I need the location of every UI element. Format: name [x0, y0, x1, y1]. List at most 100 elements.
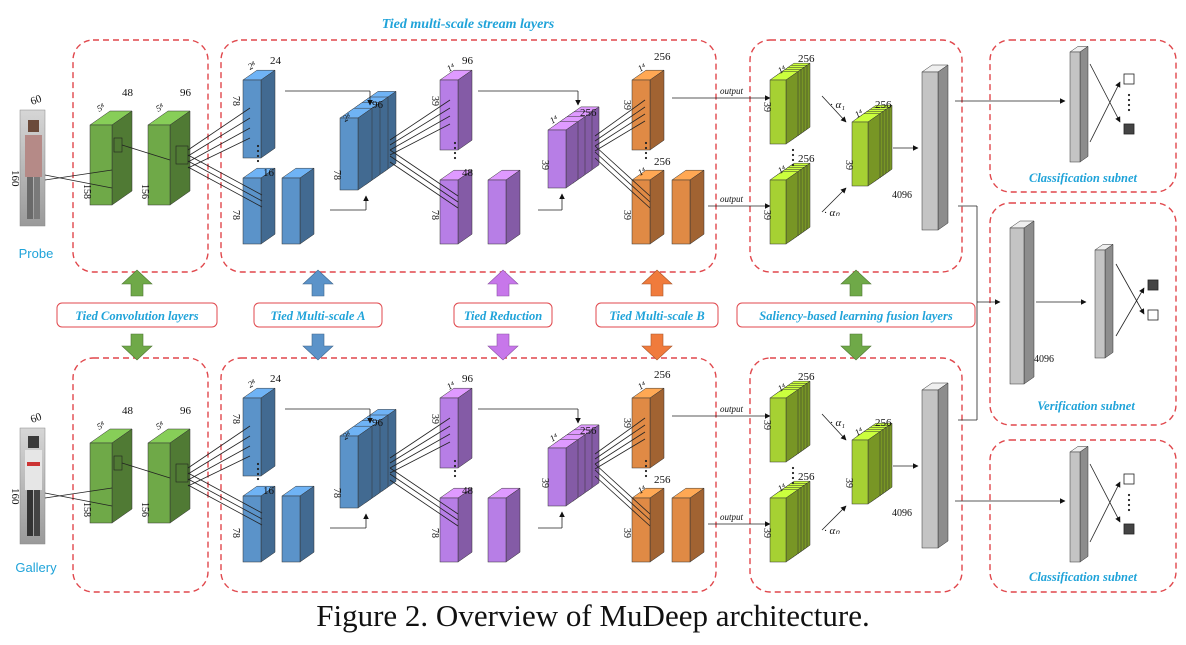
verif-fan2	[1115, 287, 1145, 337]
verif-fan1	[1115, 263, 1145, 315]
probe-fanD-line	[389, 161, 459, 209]
probe-image	[19, 109, 46, 227]
stream-box-gallery	[220, 357, 717, 593]
probe-dim-60: 60	[29, 93, 44, 108]
tied-multiscale-a-down-arrow	[302, 333, 334, 361]
conv-box-probe	[72, 39, 209, 273]
gallery-dim-1g: 1⁴	[853, 425, 865, 437]
gallery-dim-5b: 5⁸	[154, 419, 166, 431]
gallery-dim-5a: 5⁸	[95, 419, 107, 431]
probe-dim-96b: 96	[372, 99, 384, 111]
classification-subnet-top-fan-line2	[1089, 81, 1121, 143]
gallery-dim-256e: 256	[798, 471, 815, 483]
probe-dim-1g: 1⁴	[853, 107, 865, 119]
probe-msb-top-block	[631, 69, 665, 151]
gallery-dim-1e: 1⁴	[776, 381, 788, 393]
gallery-dim-48: 48	[122, 405, 134, 417]
gallery-fanC-line	[389, 425, 451, 464]
verif-output-white	[1147, 309, 1159, 321]
gallery-fanA-line	[187, 425, 251, 469]
tied-convolution-down-arrow	[121, 333, 153, 361]
gallery-fusion-bot-stack	[769, 480, 811, 563]
gallery-fanD-line	[389, 479, 459, 527]
probe-dim-96c: 96	[462, 55, 474, 67]
probe-fusion-merged-stack-slice	[851, 113, 881, 187]
probe-msa-dots	[256, 144, 260, 163]
verif-output-dark	[1147, 279, 1159, 291]
probe-dim-256e: 256	[798, 153, 815, 165]
verif-dim-4096: 4096	[1034, 354, 1054, 365]
probe-dim-39a: 39	[429, 96, 440, 106]
gallery-dim-1a: 1⁴	[445, 379, 457, 391]
probe-dim-256a: 256	[580, 107, 597, 119]
probe-in-line1	[44, 174, 113, 189]
gallery-red-bot1-block	[439, 487, 473, 563]
probe-fusion-dots	[791, 148, 795, 167]
probe-fanE-line	[594, 106, 646, 142]
probe-fanB-line	[187, 160, 263, 202]
gallery-in-line2	[44, 487, 113, 499]
gallery-dim-4096: 4096	[892, 508, 912, 519]
probe-dim-5a: 5⁸	[95, 101, 107, 113]
gallery-msa-top-block	[242, 387, 276, 477]
gallery-dim-96b: 96	[372, 417, 384, 429]
probe-in-line2	[44, 169, 113, 181]
probe-msb-bot1-block	[631, 169, 665, 245]
gallery-dim-256a: 256	[580, 425, 597, 437]
probe-dim-2b: 2⁸	[341, 111, 353, 123]
probe-dim-39c: 39	[621, 100, 632, 110]
gallery-dim-96c: 96	[462, 373, 474, 385]
probe-dim-256f: 256	[875, 99, 892, 111]
class-box-top	[989, 39, 1177, 193]
probe-fusion-top-stack-slice	[769, 71, 799, 145]
gallery-concatA-stack-slice	[339, 425, 373, 509]
probe-dim-78a: 78	[230, 96, 241, 106]
class-box-bottom	[989, 439, 1177, 593]
tied-multiscale-b-label: Tied Multi-scale B	[609, 309, 704, 323]
gallery-dim-2a: 2⁸	[246, 377, 258, 389]
probe-concatA-stack	[339, 90, 397, 191]
probe-msb-dots	[644, 141, 648, 160]
gallery-dim-1d: 1⁴	[636, 483, 648, 495]
tied-convolution-up-arrow	[121, 269, 153, 297]
probe-red-bot2-block	[487, 169, 521, 245]
gallery-dim-2b: 2⁸	[341, 429, 353, 441]
probe-fc-4096-block	[921, 64, 949, 231]
gallery-dim-39g: 39	[843, 478, 854, 488]
tied-multiscale-a-label-box	[253, 302, 383, 328]
probe-alphan-arrow	[821, 187, 847, 213]
probe-dim-78c: 78	[331, 170, 342, 180]
gallery-dim-1b: 1⁴	[548, 431, 560, 443]
probe-fanF-line	[594, 157, 651, 209]
probe-fanF-line	[594, 145, 651, 197]
probe-dim-256d: 256	[798, 53, 815, 65]
probe-dim-39b: 39	[539, 160, 550, 170]
probe-fanA-line	[187, 107, 251, 151]
gallery-fanC-line	[389, 417, 451, 459]
probe-msb-bot2-block	[671, 169, 705, 245]
gallery-dim-39b: 39	[539, 478, 550, 488]
gallery-fanE-line	[594, 417, 646, 455]
gallery-fusion-merged-stack-slice	[851, 431, 881, 505]
classification-subnet-top-output-white	[1123, 73, 1135, 85]
probe-dim-158: 158	[81, 184, 92, 199]
gallery-dim-96a: 96	[180, 405, 192, 417]
gallery-msb-bot1-block	[631, 487, 665, 563]
probe-dim-5b: 5⁸	[154, 101, 166, 113]
classification-subnet-top	[955, 45, 1135, 163]
gallery-alpha1-label: · α₁	[830, 417, 845, 429]
stream-layers-title: Tied multi-scale stream layers	[382, 17, 555, 32]
probe-fanC-line	[389, 107, 451, 146]
verif-box	[989, 202, 1177, 426]
gallery-fanB-line	[187, 472, 263, 514]
gallery-conv2-block	[147, 428, 191, 524]
probe-fanC-line	[389, 115, 451, 151]
gallery-dim-60: 60	[29, 411, 44, 426]
probe-dim-39f: 39	[761, 210, 772, 220]
probe-msa-top-block	[242, 69, 276, 159]
probe-dim-96a: 96	[180, 87, 192, 99]
probe-fanB-line	[187, 154, 263, 196]
tied-multiscale-b-up-arrow	[641, 269, 673, 297]
probe-dim-256b: 256	[654, 51, 671, 63]
